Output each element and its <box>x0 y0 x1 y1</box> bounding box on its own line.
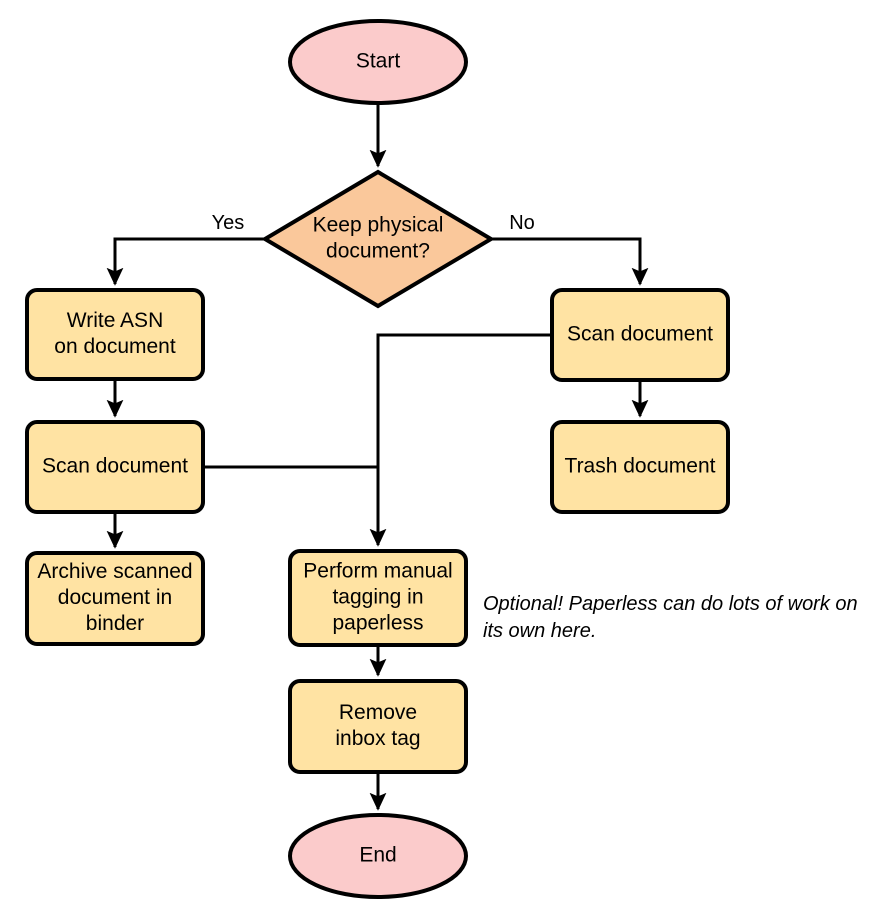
edge-path <box>369 333 552 547</box>
edge-path <box>106 237 265 286</box>
edge-path <box>491 237 649 286</box>
node-label-text: document? <box>326 240 430 263</box>
node-scan-document-right[interactable]: Scan document <box>550 288 730 382</box>
process-shape[interactable] <box>550 420 730 514</box>
note-optional-note: Optional! Paperless can do lots of work … <box>483 593 858 642</box>
terminator-shape[interactable] <box>288 19 468 105</box>
process-shape[interactable] <box>25 288 205 381</box>
process-shape[interactable] <box>25 420 205 514</box>
process-shape[interactable] <box>550 288 730 382</box>
edge-scan-right-to-tagging <box>369 333 552 547</box>
node-label-text: Perform manual <box>303 560 452 583</box>
process-shape[interactable] <box>25 551 205 646</box>
process-shape[interactable] <box>288 549 468 647</box>
edge-label-decision-no: No <box>509 212 535 234</box>
node-label-text: binder <box>86 612 144 635</box>
node-label-text: Scan document <box>567 323 713 346</box>
node-manual-tagging[interactable]: Perform manual tagging in paperless <box>288 549 468 647</box>
node-trash-document[interactable]: Trash document <box>550 420 730 514</box>
note-line: its own here. <box>483 620 596 642</box>
node-write-asn[interactable]: Write ASN on document <box>25 288 205 381</box>
node-label-text: Scan document <box>42 455 188 478</box>
edge-decision-yes: Yes <box>106 212 265 286</box>
node-keep-physical[interactable]: Keep physical document? <box>261 169 495 309</box>
terminator-shape[interactable] <box>288 813 468 899</box>
node-scan-document-left[interactable]: Scan document <box>25 420 205 514</box>
node-label-text: Write ASN <box>67 309 163 332</box>
node-label-text: paperless <box>332 612 423 635</box>
notes-layer: Optional! Paperless can do lots of work … <box>483 593 858 642</box>
node-label-text: inbox tag <box>335 727 420 750</box>
edges-layer: Yes No <box>106 103 649 811</box>
node-label-text: Keep physical <box>313 214 444 237</box>
node-label-text: End <box>359 844 396 867</box>
process-shape[interactable] <box>288 679 468 774</box>
node-label-text: Start <box>356 50 401 73</box>
edge-label-decision-yes: Yes <box>212 212 245 234</box>
decision-shape[interactable] <box>261 169 495 309</box>
node-archive-binder[interactable]: Archive scanned document in binder <box>25 551 205 646</box>
node-label-text: Remove <box>339 701 417 724</box>
note-line: Optional! Paperless can do lots of work … <box>483 593 858 615</box>
edge-decision-no: No <box>491 212 649 286</box>
node-label-text: on document <box>54 335 176 358</box>
node-label-text: tagging in <box>332 586 423 609</box>
node-label-text: Archive scanned <box>37 560 192 583</box>
node-remove-inbox-tag[interactable]: Remove inbox tag <box>288 679 468 774</box>
node-label-text: document in <box>58 586 172 609</box>
node-end[interactable]: End <box>288 813 468 899</box>
node-start[interactable]: Start <box>288 19 468 105</box>
node-label-text: Trash document <box>565 455 716 478</box>
